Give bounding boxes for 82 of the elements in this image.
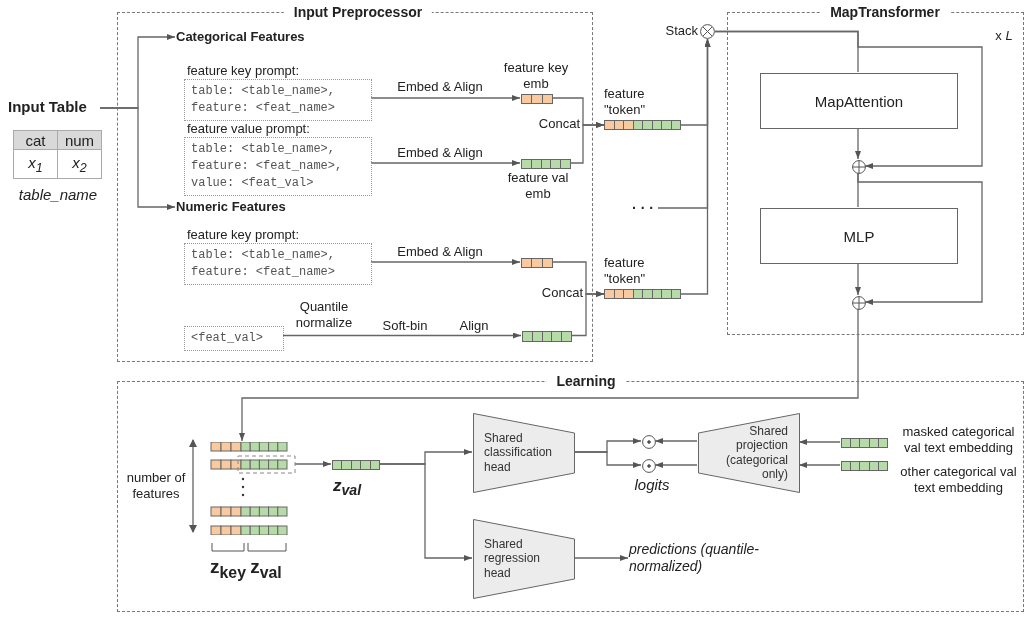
embedding-vector [841, 461, 888, 471]
arrow [99, 107, 176, 210]
trapezoid-head [698, 413, 800, 493]
head-label: Shared projection (categorical only) [724, 424, 788, 482]
annotation-text: x L [994, 28, 1014, 45]
annotation-text: Concat [540, 285, 583, 301]
arrow [798, 439, 841, 445]
annotation-text: Align [458, 318, 490, 334]
add-operator [852, 160, 866, 174]
code-box: table: <table_name>, feature: <feat_name>, value: <feat_val> [184, 137, 372, 196]
heading-text: Categorical Features [176, 29, 336, 47]
annotation-text: table_name [17, 186, 99, 205]
caption-text: feature "token" [604, 255, 647, 287]
caption-text: feature key emb [502, 60, 570, 92]
caption-text: other categorical val text embedding [899, 464, 1018, 497]
arrow [370, 95, 521, 101]
dot-product-operator [642, 459, 656, 473]
annotation-text: Concat [537, 116, 580, 132]
caption-text: masked categorical val text embedding [901, 424, 1016, 457]
dot-product-operator [642, 435, 656, 449]
arrow [654, 438, 698, 444]
group-title: MapTransformer [820, 3, 950, 21]
stack-operator [700, 24, 715, 39]
arrow [855, 262, 861, 296]
caption-text: Stack [664, 23, 698, 40]
math-symbol: z$_{key}$ [209, 556, 247, 583]
annotation-text: number of features [125, 470, 187, 503]
embedding-vector [604, 289, 681, 299]
heading-text: Numeric Features [176, 199, 326, 217]
head-label: Shared regression head [484, 537, 542, 581]
embedding-vector [521, 159, 571, 169]
arrow [654, 462, 698, 468]
math-symbol: z$_{val}$ [249, 556, 283, 583]
arrow [378, 463, 473, 561]
caption-text: z$_{val}$ [333, 476, 363, 501]
code-box: table: <table_name>, feature: <feat_name> [184, 243, 372, 285]
table-cell: cat [13, 130, 58, 150]
table-cell: x$_{2}$ [57, 149, 102, 179]
arrow [857, 172, 983, 305]
table-cell: num [57, 130, 102, 150]
arrow [239, 308, 859, 442]
arrow [570, 291, 605, 337]
arrow [680, 38, 711, 295]
arrow [294, 461, 332, 467]
code-box: <feat_val> [184, 326, 284, 351]
block-label: MapAttention [814, 92, 904, 110]
embedding-vector [841, 438, 888, 448]
embedding-vector [522, 331, 572, 342]
trapezoid-head [473, 519, 575, 599]
arrow [370, 259, 521, 265]
head-label: Shared classification head [484, 431, 554, 475]
group-title: Learning [546, 372, 626, 390]
prompt-heading: feature key prompt: [186, 227, 300, 243]
arrow [573, 451, 642, 468]
embedding-vector [604, 120, 681, 130]
arrow [282, 332, 522, 339]
arrow [573, 555, 629, 561]
prompt-heading: feature key prompt: [186, 63, 300, 79]
arrow [798, 462, 841, 468]
arrow [714, 30, 983, 169]
process-box [760, 208, 958, 264]
add-operator [852, 296, 866, 310]
output-text: predictions (quantile-normalized) [629, 541, 789, 579]
prompt-heading: feature value prompt: [186, 121, 311, 137]
caption-text: feature val emb [506, 170, 570, 202]
block-label: MLP [843, 227, 875, 245]
embedding-matrix-drawing [210, 442, 296, 535]
trapezoid-head [473, 413, 575, 493]
code-box: table: <table_name>, feature: <feat_name> [184, 79, 372, 121]
embedding-vector [332, 460, 380, 470]
arrow [370, 160, 521, 166]
arrow [569, 122, 605, 164]
annotation-text: logits [633, 476, 671, 494]
embedding-vector [521, 94, 553, 104]
caption-text: feature "token" [604, 86, 647, 118]
heading-text: · · · [628, 200, 658, 216]
annotation-text: Quantile normalize [294, 299, 354, 331]
table-cell: x$_{1}$ [13, 149, 58, 179]
arrow [855, 127, 861, 160]
process-box [760, 73, 958, 129]
embedding-vector [521, 258, 553, 268]
heading-text: Input Table [8, 98, 100, 118]
